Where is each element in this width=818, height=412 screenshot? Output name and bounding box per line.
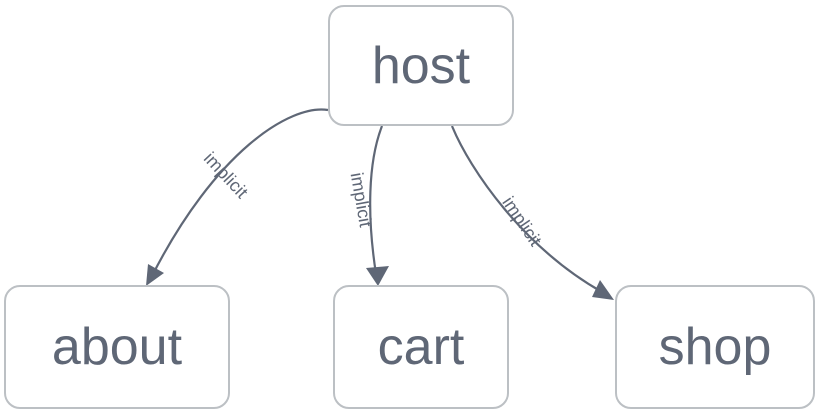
node-cart[interactable]: cart bbox=[333, 285, 509, 409]
edge-host-about[interactable]: implicit bbox=[146, 108, 329, 286]
arrow-head-about bbox=[146, 264, 164, 286]
arrow-head-shop bbox=[592, 280, 614, 300]
node-label-shop: shop bbox=[658, 318, 772, 376]
node-label-cart: cart bbox=[377, 318, 465, 376]
arrow-head-cart bbox=[366, 266, 389, 286]
edge-path-host-about bbox=[151, 108, 329, 277]
node-host[interactable]: host bbox=[328, 5, 514, 126]
node-about[interactable]: about bbox=[4, 285, 230, 409]
edge-host-shop[interactable]: implicit bbox=[450, 125, 614, 300]
edge-label-host-shop: implicit bbox=[498, 193, 545, 250]
node-label-about: about bbox=[51, 318, 183, 376]
edge-path-host-shop bbox=[450, 125, 603, 293]
node-shop[interactable]: shop bbox=[615, 285, 815, 409]
edge-label-host-about: implicit bbox=[200, 148, 252, 202]
edge-host-cart[interactable]: implicit bbox=[347, 125, 389, 286]
node-label-host: host bbox=[371, 36, 471, 95]
edge-path-host-cart bbox=[369, 125, 384, 275]
